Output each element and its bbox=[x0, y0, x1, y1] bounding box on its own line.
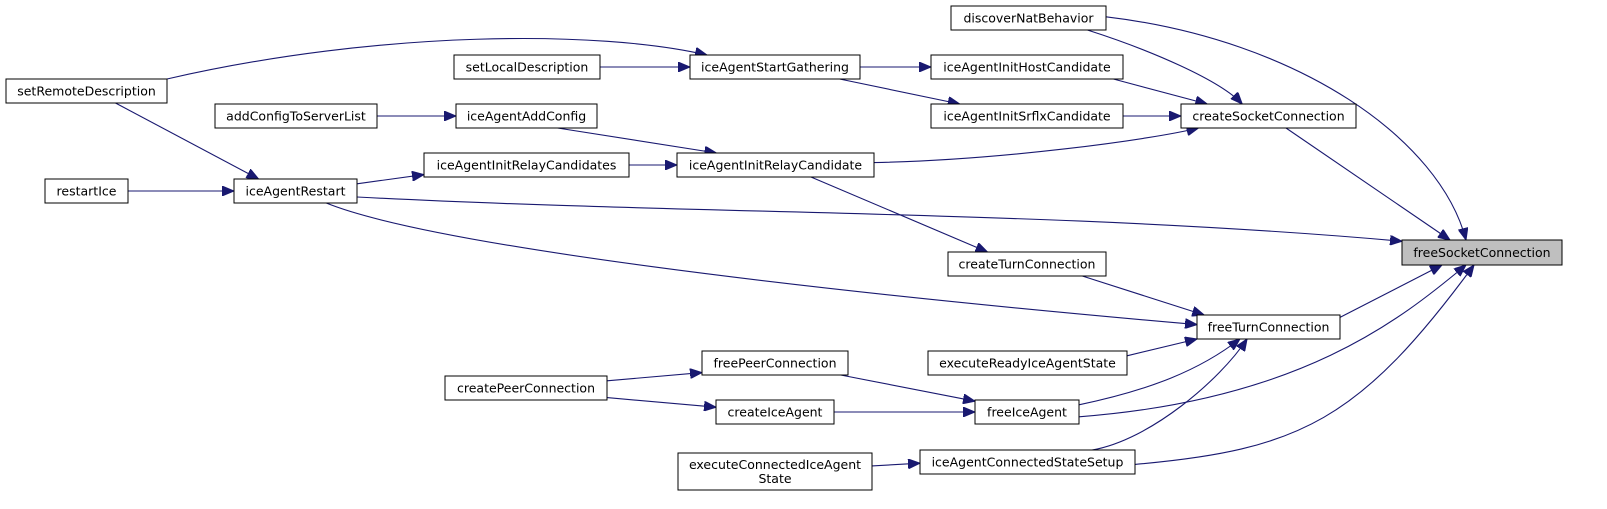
node-box bbox=[1180, 103, 1357, 129]
edge-createPeerConnection-to-createIceAgent bbox=[606, 397, 716, 408]
edge-iceAgentStartGathering-to-iceAgentInitSrflxCandidate bbox=[839, 78, 960, 104]
node-label: iceAgentInitHostCandidate bbox=[943, 60, 1111, 75]
node-label: freeTurnConnection bbox=[1208, 320, 1330, 335]
node-iceAgentStartGathering[interactable]: iceAgentStartGathering bbox=[689, 54, 861, 80]
node-box bbox=[930, 54, 1124, 80]
node-label: iceAgentInitSrflxCandidate bbox=[943, 109, 1111, 124]
edges-layer bbox=[115, 16, 1474, 466]
node-setLocalDescription[interactable]: setLocalDescription bbox=[453, 54, 601, 80]
node-iceAgentAddConfig[interactable]: iceAgentAddConfig bbox=[455, 103, 598, 129]
node-discoverNatBehavior[interactable]: discoverNatBehavior bbox=[950, 5, 1107, 31]
node-box bbox=[233, 178, 358, 204]
edge-iceAgentInitRelayCandidate-to-createSocketConnection bbox=[873, 128, 1199, 164]
edge-createTurnConnection-to-freeTurnConnection bbox=[1082, 275, 1204, 315]
node-box bbox=[444, 375, 608, 401]
node-label: freePeerConnection bbox=[714, 356, 837, 371]
edge-iceAgentRestart-to-freeSocketConnection bbox=[356, 196, 1402, 241]
node-box bbox=[950, 5, 1107, 31]
node-label: iceAgentConnectedStateSetup bbox=[932, 455, 1124, 470]
node-freeTurnConnection[interactable]: freeTurnConnection bbox=[1196, 314, 1341, 340]
edge-freePeerConnection-to-freeIceAgent bbox=[840, 374, 975, 401]
node-freePeerConnection[interactable]: freePeerConnection bbox=[701, 350, 849, 376]
node-label: setRemoteDescription bbox=[17, 84, 156, 99]
node-label: iceAgentStartGathering bbox=[701, 60, 849, 75]
node-label: createPeerConnection bbox=[457, 381, 595, 396]
node-box bbox=[44, 178, 129, 204]
edge-setRemoteDescription-to-iceAgentStartGathering bbox=[166, 37, 707, 80]
node-box bbox=[974, 399, 1080, 425]
node-executeReadyIceAgentState[interactable]: executeReadyIceAgentState bbox=[927, 350, 1128, 376]
node-label: executeReadyIceAgentState bbox=[939, 356, 1116, 371]
edge-executeConnectedIceAgentState-to-iceAgentConnectedStateSetup bbox=[871, 463, 920, 466]
node-iceAgentConnectedStateSetup[interactable]: iceAgentConnectedStateSetup bbox=[919, 449, 1136, 475]
node-createSocketConnection[interactable]: createSocketConnection bbox=[1180, 103, 1357, 129]
node-label: discoverNatBehavior bbox=[963, 11, 1094, 26]
node-setRemoteDescription[interactable]: setRemoteDescription bbox=[5, 78, 168, 104]
node-createTurnConnection[interactable]: createTurnConnection bbox=[947, 251, 1107, 277]
node-box bbox=[676, 152, 875, 178]
node-label: iceAgentAddConfig bbox=[467, 109, 586, 124]
node-label: addConfigToServerList bbox=[226, 109, 366, 124]
node-iceAgentInitSrflxCandidate[interactable]: iceAgentInitSrflxCandidate bbox=[930, 103, 1124, 129]
node-box bbox=[715, 399, 835, 425]
edge-discoverNatBehavior-to-createSocketConnection bbox=[1087, 29, 1242, 104]
node-box bbox=[930, 103, 1124, 129]
node-addConfigToServerList[interactable]: addConfigToServerList bbox=[214, 103, 378, 129]
node-label: State bbox=[758, 471, 791, 486]
node-box bbox=[1196, 314, 1341, 340]
edge-executeReadyIceAgentState-to-freeTurnConnection bbox=[1126, 339, 1197, 357]
node-box bbox=[919, 449, 1136, 475]
node-label: executeConnectedIceAgent bbox=[689, 457, 861, 472]
node-label: iceAgentRestart bbox=[246, 184, 346, 199]
node-box bbox=[689, 54, 861, 80]
edge-iceAgentConnectedStateSetup-to-freeSocketConnection bbox=[1134, 265, 1474, 465]
node-box bbox=[455, 103, 598, 129]
node-iceAgentInitRelayCandidate[interactable]: iceAgentInitRelayCandidate bbox=[676, 152, 875, 178]
edge-setRemoteDescription-to-iceAgentRestart bbox=[115, 102, 258, 179]
edge-iceAgentConnectedStateSetup-to-freeTurnConnection bbox=[1091, 339, 1247, 451]
node-createIceAgent[interactable]: createIceAgent bbox=[715, 399, 835, 425]
node-label: createIceAgent bbox=[728, 405, 823, 420]
node-box bbox=[947, 251, 1107, 277]
node-box bbox=[927, 350, 1128, 376]
node-label: setLocalDescription bbox=[466, 60, 589, 75]
edge-iceAgentInitHostCandidate-to-createSocketConnection bbox=[1113, 78, 1207, 104]
edge-discoverNatBehavior-to-freeSocketConnection bbox=[1105, 16, 1466, 240]
node-createPeerConnection[interactable]: createPeerConnection bbox=[444, 375, 608, 401]
node-restartIce[interactable]: restartIce bbox=[44, 178, 129, 204]
node-label: freeIceAgent bbox=[987, 405, 1067, 420]
edge-iceAgentRestart-to-freeTurnConnection bbox=[326, 202, 1197, 325]
node-label: restartIce bbox=[57, 184, 117, 199]
edge-createSocketConnection-to-freeSocketConnection bbox=[1285, 127, 1450, 240]
node-label: createTurnConnection bbox=[959, 257, 1096, 272]
node-box bbox=[701, 350, 849, 376]
node-box bbox=[423, 152, 630, 178]
node-iceAgentInitHostCandidate[interactable]: iceAgentInitHostCandidate bbox=[930, 54, 1124, 80]
edge-freeTurnConnection-to-freeSocketConnection bbox=[1339, 265, 1442, 318]
edge-iceAgentAddConfig-to-iceAgentInitRelayCandidate bbox=[557, 127, 717, 153]
node-freeSocketConnection[interactable]: freeSocketConnection bbox=[1401, 239, 1563, 266]
node-label: freeSocketConnection bbox=[1413, 245, 1550, 260]
edge-freeIceAgent-to-freeTurnConnection bbox=[1078, 339, 1240, 406]
node-label: iceAgentInitRelayCandidates bbox=[437, 158, 617, 173]
node-box bbox=[214, 103, 378, 129]
node-iceAgentInitRelayCandidates[interactable]: iceAgentInitRelayCandidates bbox=[423, 152, 630, 178]
node-box bbox=[1401, 239, 1563, 266]
node-label: iceAgentInitRelayCandidate bbox=[689, 158, 863, 173]
node-iceAgentRestart[interactable]: iceAgentRestart bbox=[233, 178, 358, 204]
node-label: createSocketConnection bbox=[1192, 109, 1344, 124]
node-freeIceAgent[interactable]: freeIceAgent bbox=[974, 399, 1080, 425]
edge-freeIceAgent-to-freeSocketConnection bbox=[1078, 265, 1466, 418]
nodes-layer: freeSocketConnection discoverNatBehavior s… bbox=[5, 5, 1563, 491]
node-box bbox=[5, 78, 168, 104]
node-box bbox=[677, 452, 873, 491]
node-box bbox=[453, 54, 601, 80]
edge-createPeerConnection-to-freePeerConnection bbox=[606, 373, 702, 382]
edge-iceAgentRestart-to-iceAgentInitRelayCandidates bbox=[356, 175, 424, 185]
